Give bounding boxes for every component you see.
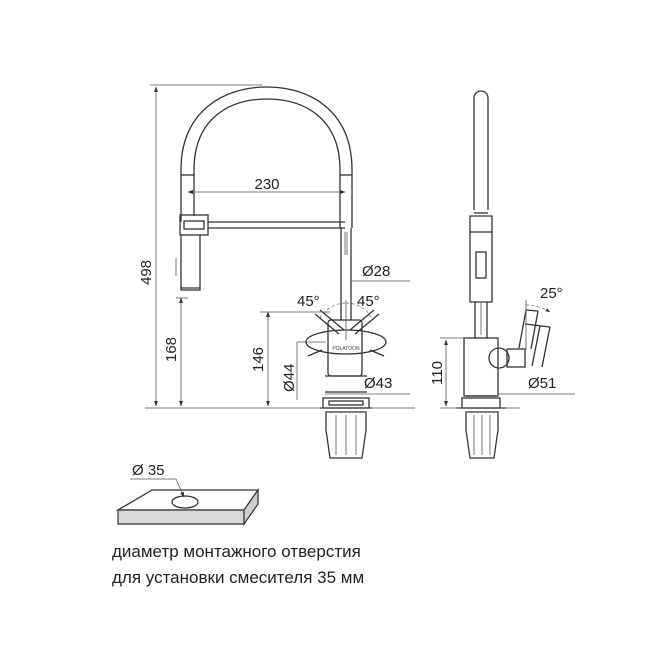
dim-230-label: 230 [254,176,279,193]
dim-d28-label: Ø28 [362,263,390,280]
angle-side-label: 25° [540,285,563,302]
dim-146-label: 146 [250,347,267,372]
spray-head [180,235,201,291]
side-spray-head [469,215,493,303]
dim-168-label: 168 [163,337,180,362]
front-view: 230 Ø28 POLATOON 45° 45° Ø43 [138,84,415,459]
dim-d35-label: Ø 35 [132,462,165,479]
angle-right-label: 45° [357,293,380,310]
dim-d44-label: Ø44 [281,364,298,392]
mounting-hole [171,495,199,509]
caption-line-1: диаметр монтажного отверстия [112,542,361,561]
side-view: 25° 110 Ø51 [429,90,575,459]
angle-left-label: 45° [297,293,320,310]
dim-d43-label: Ø43 [364,375,392,392]
dim-d51-label: Ø51 [528,375,556,392]
brand-mark: POLATOON [332,346,360,352]
gooseneck-inner [193,98,341,228]
dim-498-label: 498 [138,260,155,285]
gooseneck-outer [180,86,353,228]
dim-110-label: 110 [429,361,446,385]
mounting-plate: Ø 35 [115,462,260,526]
mounting-nut [325,411,367,459]
caption-line-2: для установки смесителя 35 мм [112,568,365,587]
